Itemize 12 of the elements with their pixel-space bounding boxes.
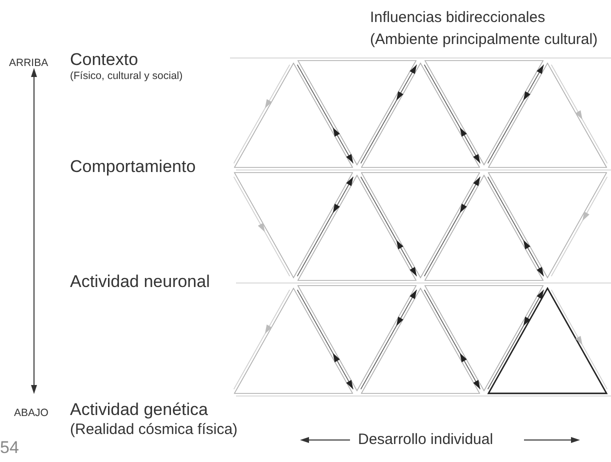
level-name: Actividad neuronal: [70, 272, 210, 292]
level-name: Contexto: [70, 50, 138, 70]
axis-label: Desarrollo individual: [358, 431, 494, 448]
page-number: 54: [0, 438, 19, 458]
heading-text: (Ambiente principalmente cultural): [370, 31, 598, 48]
level-note: (Físico, cultural y social): [70, 70, 183, 82]
level-name: Comportamiento: [70, 157, 196, 177]
heading-text: Influencias bidireccionales: [370, 9, 546, 26]
level-name: Actividad genética: [70, 400, 208, 420]
level-tag: ARRIBA: [9, 57, 48, 70]
level-note: (Realidad cósmica física): [70, 421, 238, 438]
level-tag: ABAJO: [14, 407, 48, 420]
